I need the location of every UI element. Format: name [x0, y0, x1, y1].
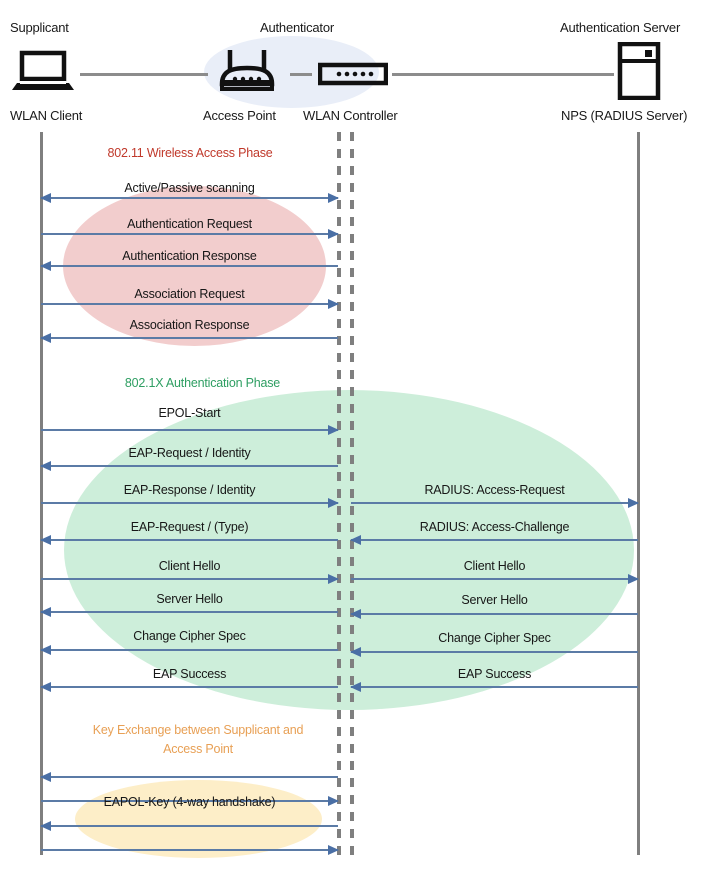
arrow-radius-access-request: [351, 502, 638, 504]
phase-title-802-11: 802.11 Wireless Access Phase: [107, 146, 273, 160]
arrow-association-response: [41, 337, 338, 339]
arrow-association-request: [41, 303, 338, 305]
label-eap-success-left: EAP Success: [152, 667, 227, 681]
supplicant-role-title: Supplicant: [10, 20, 69, 35]
arrow-eap-request-identity: [41, 465, 338, 467]
label-eap-response-identity: EAP-Response / Identity: [123, 483, 256, 497]
phase-ellipse-802-1x: [64, 390, 634, 710]
label-client-hello-right: Client Hello: [463, 559, 526, 573]
arrow-server-hello-right: [351, 613, 638, 615]
label-change-cipher-spec-left: Change Cipher Spec: [133, 629, 246, 643]
wire-controller-to-server: [392, 73, 614, 76]
network-switch-icon: [317, 62, 389, 86]
arrow-eap-response-identity: [41, 502, 338, 504]
arrow-eap-request-type: [41, 539, 338, 541]
arrow-change-cipher-spec-right: [351, 651, 638, 653]
arrow-key-exchange-4: [41, 849, 338, 851]
wlan-controller-label: WLAN Controller: [303, 108, 398, 123]
label-authentication-response: Authentication Response: [122, 249, 257, 263]
lifeline-access-point: [337, 132, 341, 855]
arrow-key-exchange-1: [41, 776, 338, 778]
phase-title-802-1x: 802.1X Authentication Phase: [124, 376, 281, 390]
lifeline-radius-server: [637, 132, 640, 855]
label-association-request: Association Request: [134, 287, 245, 301]
label-eapol-key-handshake: EAPOL-Key (4-way handshake): [103, 795, 276, 809]
wireless-access-point-icon: [216, 48, 278, 94]
label-radius-access-challenge: RADIUS: Access-Challenge: [419, 520, 570, 534]
label-eap-success-right: EAP Success: [457, 667, 532, 681]
authenticator-role-title: Authenticator: [260, 20, 335, 35]
arrow-eapol-start: [41, 429, 338, 431]
label-change-cipher-spec-right: Change Cipher Spec: [438, 631, 551, 645]
label-eap-request-type: EAP-Request / (Type): [130, 520, 249, 534]
access-point-label: Access Point: [203, 108, 276, 123]
authenticator-group-highlight: [204, 36, 379, 108]
label-association-response: Association Response: [129, 318, 250, 332]
lifeline-wlan-controller: [350, 132, 354, 855]
nps-radius-server-label: NPS (RADIUS Server): [561, 108, 688, 123]
authentication-server-role-title: Authentication Server: [560, 20, 681, 35]
label-client-hello-left: Client Hello: [158, 559, 221, 573]
wire-ap-to-controller: [290, 73, 312, 76]
arrow-server-hello-left: [41, 611, 338, 613]
arrow-eap-success-left: [41, 686, 338, 688]
arrow-authentication-request: [41, 233, 338, 235]
label-eap-request-identity: EAP-Request / Identity: [128, 446, 251, 460]
server-rack-icon: [617, 41, 661, 101]
arrow-client-hello-right: [351, 578, 638, 580]
label-eapol-start: EPOL-Start: [158, 406, 221, 420]
arrow-active-passive-scanning: [41, 197, 338, 199]
label-authentication-request: Authentication Request: [127, 217, 252, 231]
phase-ellipse-key-exchange: [75, 780, 322, 858]
laptop-icon: [12, 50, 74, 92]
label-radius-access-request: RADIUS: Access-Request: [424, 483, 565, 497]
wire-client-to-ap: [80, 73, 208, 76]
label-active-passive-scanning: Active/Passive scanning: [124, 181, 255, 195]
arrow-eap-success-right: [351, 686, 638, 688]
phase-title-key-exchange: Key Exchange between Supplicant and Acce…: [92, 723, 304, 756]
arrow-key-exchange-2: [41, 800, 338, 802]
arrow-client-hello-left: [41, 578, 338, 580]
wlan-client-label: WLAN Client: [10, 108, 83, 123]
arrow-authentication-response: [41, 265, 338, 267]
arrow-change-cipher-spec-left: [41, 649, 338, 651]
arrow-key-exchange-3: [41, 825, 338, 827]
arrow-radius-access-challenge: [351, 539, 638, 541]
lifeline-supplicant: [40, 132, 43, 855]
label-server-hello-right: Server Hello: [461, 593, 528, 607]
label-server-hello-left: Server Hello: [156, 592, 223, 606]
